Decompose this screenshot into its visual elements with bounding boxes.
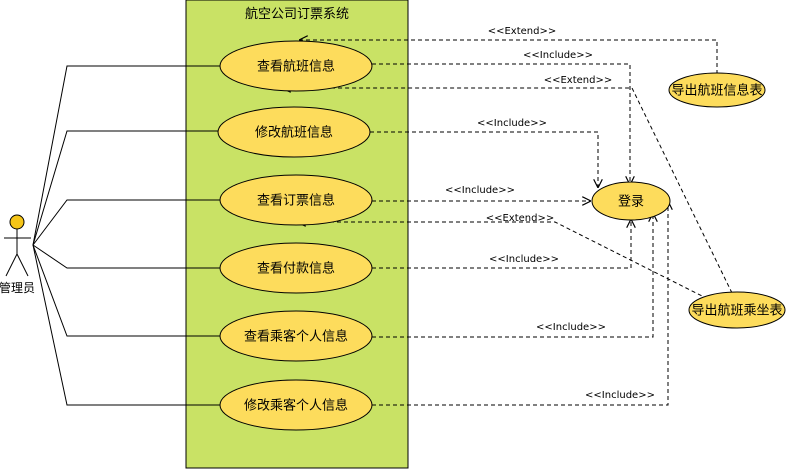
use-case-view-flight[interactable]: 查看航班信息 bbox=[219, 40, 373, 92]
use-case-edit-passenger[interactable]: 修改乘客个人信息 bbox=[219, 379, 373, 431]
rel-include-edit-flight bbox=[370, 131, 598, 187]
use-case-label: 修改航班信息 bbox=[255, 125, 333, 141]
assoc-view-passenger bbox=[32, 244, 220, 337]
actor-leg-left bbox=[5, 253, 18, 277]
use-case-shape bbox=[217, 106, 371, 158]
relationship-labels: <<Extend>> <<Include>> <<Extend>> <<Incl… bbox=[445, 26, 655, 401]
rel-include-edit-passenger bbox=[372, 202, 668, 406]
system-title: 航空公司订票系统 bbox=[245, 6, 349, 22]
use-case-shape bbox=[219, 242, 373, 294]
use-case-login[interactable]: 登录 bbox=[591, 181, 671, 221]
actor-head bbox=[9, 214, 25, 230]
use-case-view-booking[interactable]: 查看订票信息 bbox=[219, 174, 373, 226]
use-case-label: 查看航班信息 bbox=[257, 59, 335, 75]
use-case-label: 登录 bbox=[618, 195, 644, 210]
use-case-view-payment[interactable]: 查看付款信息 bbox=[219, 242, 373, 294]
actor-associations bbox=[32, 65, 220, 406]
actor-label: 管理员 bbox=[0, 280, 35, 295]
use-case-shape bbox=[219, 310, 373, 362]
use-case-view-passenger[interactable]: 查看乘客个人信息 bbox=[219, 310, 373, 362]
rel-extend-flight-table bbox=[300, 40, 718, 74]
use-case-shape bbox=[219, 40, 373, 92]
use-case-label: 查看付款信息 bbox=[257, 261, 335, 277]
use-case-edit-flight[interactable]: 修改航班信息 bbox=[217, 106, 371, 158]
label-include-2: <<Include>> bbox=[477, 118, 547, 129]
use-case-label: 修改乘客个人信息 bbox=[244, 398, 348, 414]
use-case-label: 查看乘客个人信息 bbox=[244, 329, 348, 345]
assoc-view-payment bbox=[32, 244, 220, 269]
rel-include-view-passenger bbox=[372, 214, 653, 338]
assoc-view-flight bbox=[32, 65, 220, 246]
label-include-3: <<Include>> bbox=[445, 185, 515, 196]
label-extend-2: <<Extend>> bbox=[544, 75, 613, 86]
use-case-shape bbox=[219, 174, 373, 226]
use-case-shape bbox=[668, 72, 766, 108]
label-extend-3: <<Extend>> bbox=[486, 213, 555, 224]
label-include-6: <<Include>> bbox=[585, 390, 655, 401]
assoc-edit-flight bbox=[32, 130, 218, 246]
use-case-shape bbox=[219, 379, 373, 431]
use-case-export-flight-table[interactable]: 导出航班信息表 bbox=[668, 72, 766, 108]
rel-include-view-payment bbox=[372, 220, 631, 269]
rel-include-view-flight bbox=[372, 63, 630, 184]
assoc-view-booking bbox=[32, 199, 220, 246]
use-case-shape bbox=[591, 181, 671, 221]
use-case-export-seat-table[interactable]: 导出航班乘坐表 bbox=[688, 291, 786, 329]
use-case-label: 导出航班信息表 bbox=[671, 83, 762, 99]
actor-admin: 管理员 bbox=[0, 214, 35, 295]
use-case-label: 查看订票信息 bbox=[257, 193, 335, 209]
rel-extend-seat-table-booking bbox=[298, 222, 715, 303]
use-case-label: 导出航班乘坐表 bbox=[691, 303, 782, 319]
label-include-5: <<Include>> bbox=[536, 322, 606, 333]
label-include-1: <<Include>> bbox=[523, 50, 593, 61]
actor-leg-right bbox=[16, 253, 29, 277]
relationships bbox=[283, 40, 733, 406]
label-include-4: <<Include>> bbox=[489, 254, 559, 265]
label-extend-1: <<Extend>> bbox=[488, 26, 557, 37]
assoc-edit-passenger bbox=[32, 244, 220, 406]
use-case-shape bbox=[688, 291, 786, 329]
